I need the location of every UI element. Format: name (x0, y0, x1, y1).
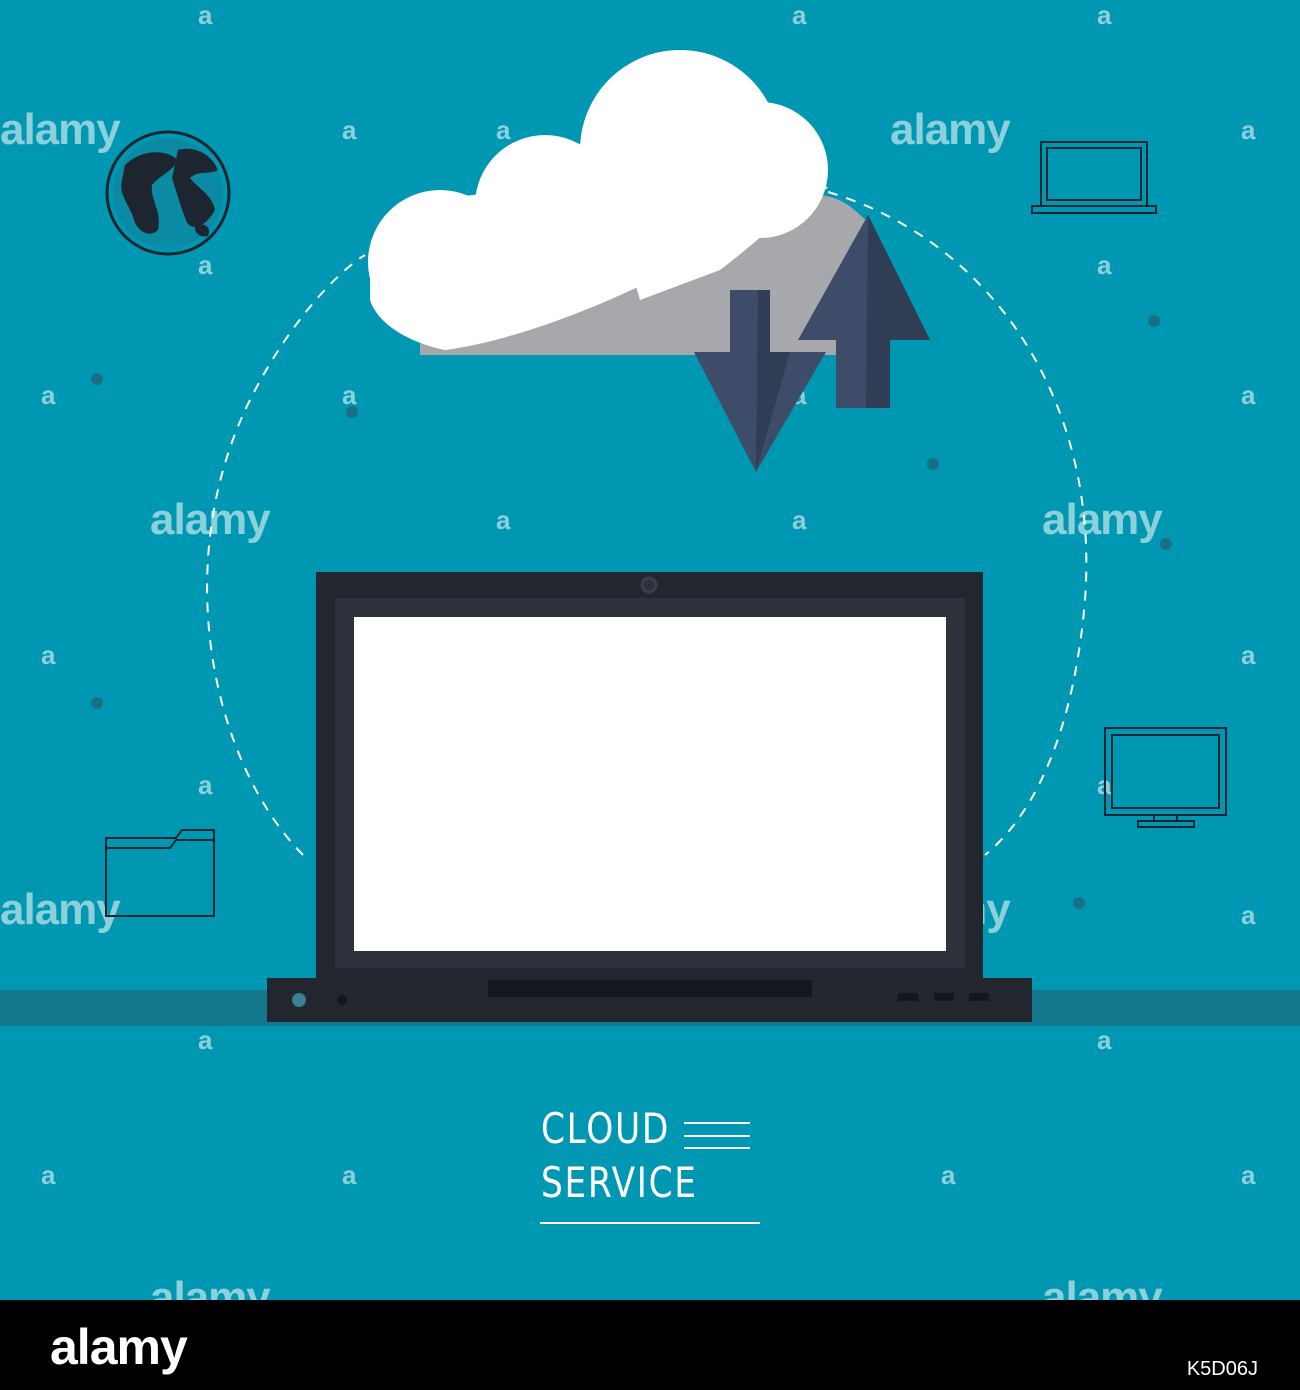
title-decoration (540, 1122, 760, 1224)
decor-dot (1160, 538, 1172, 550)
folder-outline-icon (105, 829, 215, 917)
decor-dot (1148, 315, 1160, 327)
laptop-outline-icon (1031, 141, 1157, 214)
monitor-outline-icon (1104, 727, 1227, 828)
decor-dot (346, 406, 358, 418)
footer-bar: alamy K5D06J (0, 1300, 1300, 1390)
dashed-connection-circle (206, 254, 366, 856)
decor-dot (927, 458, 939, 470)
trackpad-slot (488, 980, 812, 997)
decor-dot (91, 373, 103, 385)
laptop-screen (354, 617, 946, 951)
upload-download-arrows-icon (694, 215, 930, 472)
cloud-icon (368, 50, 892, 355)
decor-dot (91, 697, 103, 709)
power-led (292, 993, 306, 1007)
laptop-icon (267, 572, 1032, 1022)
webcam (640, 576, 658, 594)
image-id: K5D06J (1186, 1358, 1258, 1380)
title-line-1: CLOUD (541, 1104, 671, 1153)
illustration-canvas: alamyalamyalamyalamyalamyalamyalamyalamy… (0, 0, 1300, 1300)
footer-logo: alamy (50, 1319, 188, 1375)
title-line-2: SERVICE (541, 1158, 698, 1207)
decor-dot (1073, 897, 1085, 909)
illustration-svg (0, 50, 1300, 1224)
dashed-connection-circle-right (827, 191, 1088, 856)
globe-icon (105, 130, 231, 256)
